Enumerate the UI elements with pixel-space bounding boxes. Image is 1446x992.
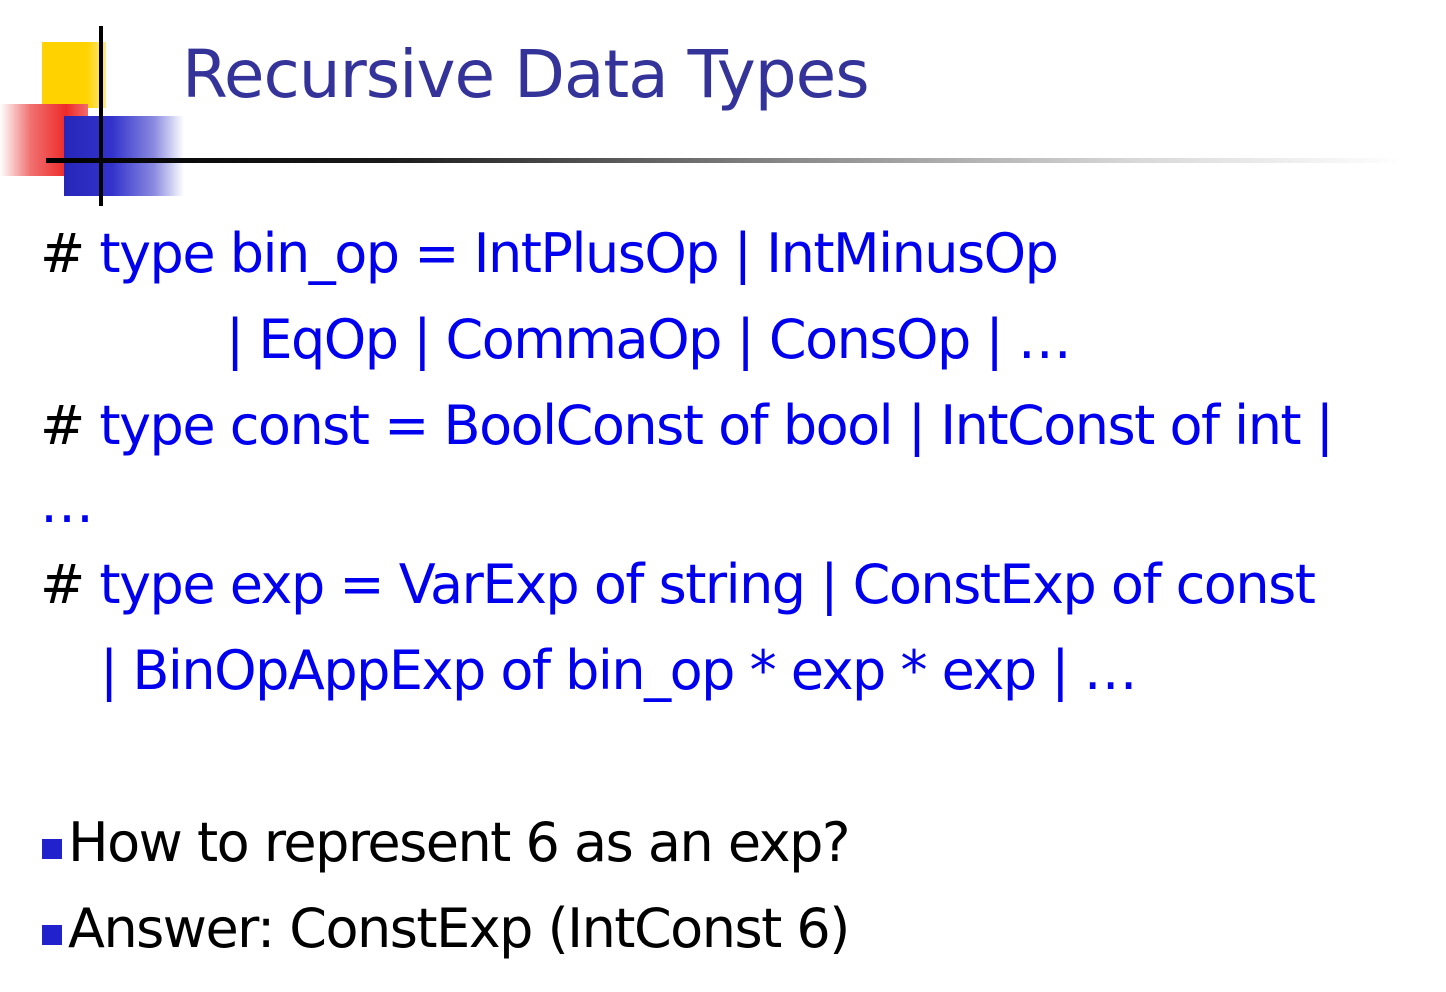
code-line-6: | BinOpAppExp of bin_op * exp * exp | … (100, 639, 1138, 702)
bullet-text: How to represent 6 as an exp? (68, 811, 851, 874)
prompt-hash: # (40, 222, 85, 285)
bullet-item-2: Answer: ConstExp (IntConst 6) (42, 897, 850, 960)
title-underline (46, 158, 1406, 163)
bullet-text: Answer: ConstExp (IntConst 6) (68, 897, 850, 960)
code-line-1: # type bin_op = IntPlusOp | IntMinusOp (40, 222, 1059, 285)
code-line-3: # type const = BoolConst of bool | IntCo… (40, 394, 1334, 457)
logo-blue-square (64, 116, 184, 196)
code-line-4: … (40, 472, 94, 535)
bullet-item-1: How to represent 6 as an exp? (42, 811, 851, 874)
code-text: | BinOpAppExp of bin_op * exp * exp | … (100, 639, 1138, 702)
code-text: | EqOp | CommaOp | ConsOp | … (226, 308, 1072, 371)
prompt-hash: # (40, 394, 85, 457)
code-text: type exp = VarExp of string | ConstExp o… (99, 553, 1315, 616)
code-text: … (40, 472, 94, 535)
logo-yellow-square (42, 42, 106, 108)
code-line-5: # type exp = VarExp of string | ConstExp… (40, 553, 1316, 616)
prompt-hash: # (40, 553, 85, 616)
logo-vertical-line (99, 26, 103, 206)
bullet-square-icon (42, 839, 62, 859)
bullet-square-icon (42, 925, 62, 945)
code-line-2: | EqOp | CommaOp | ConsOp | … (226, 308, 1072, 371)
code-text: type const = BoolConst of bool | IntCons… (99, 394, 1334, 457)
slide-title: Recursive Data Types (182, 36, 870, 113)
code-text: type bin_op = IntPlusOp | IntMinusOp (99, 222, 1059, 285)
